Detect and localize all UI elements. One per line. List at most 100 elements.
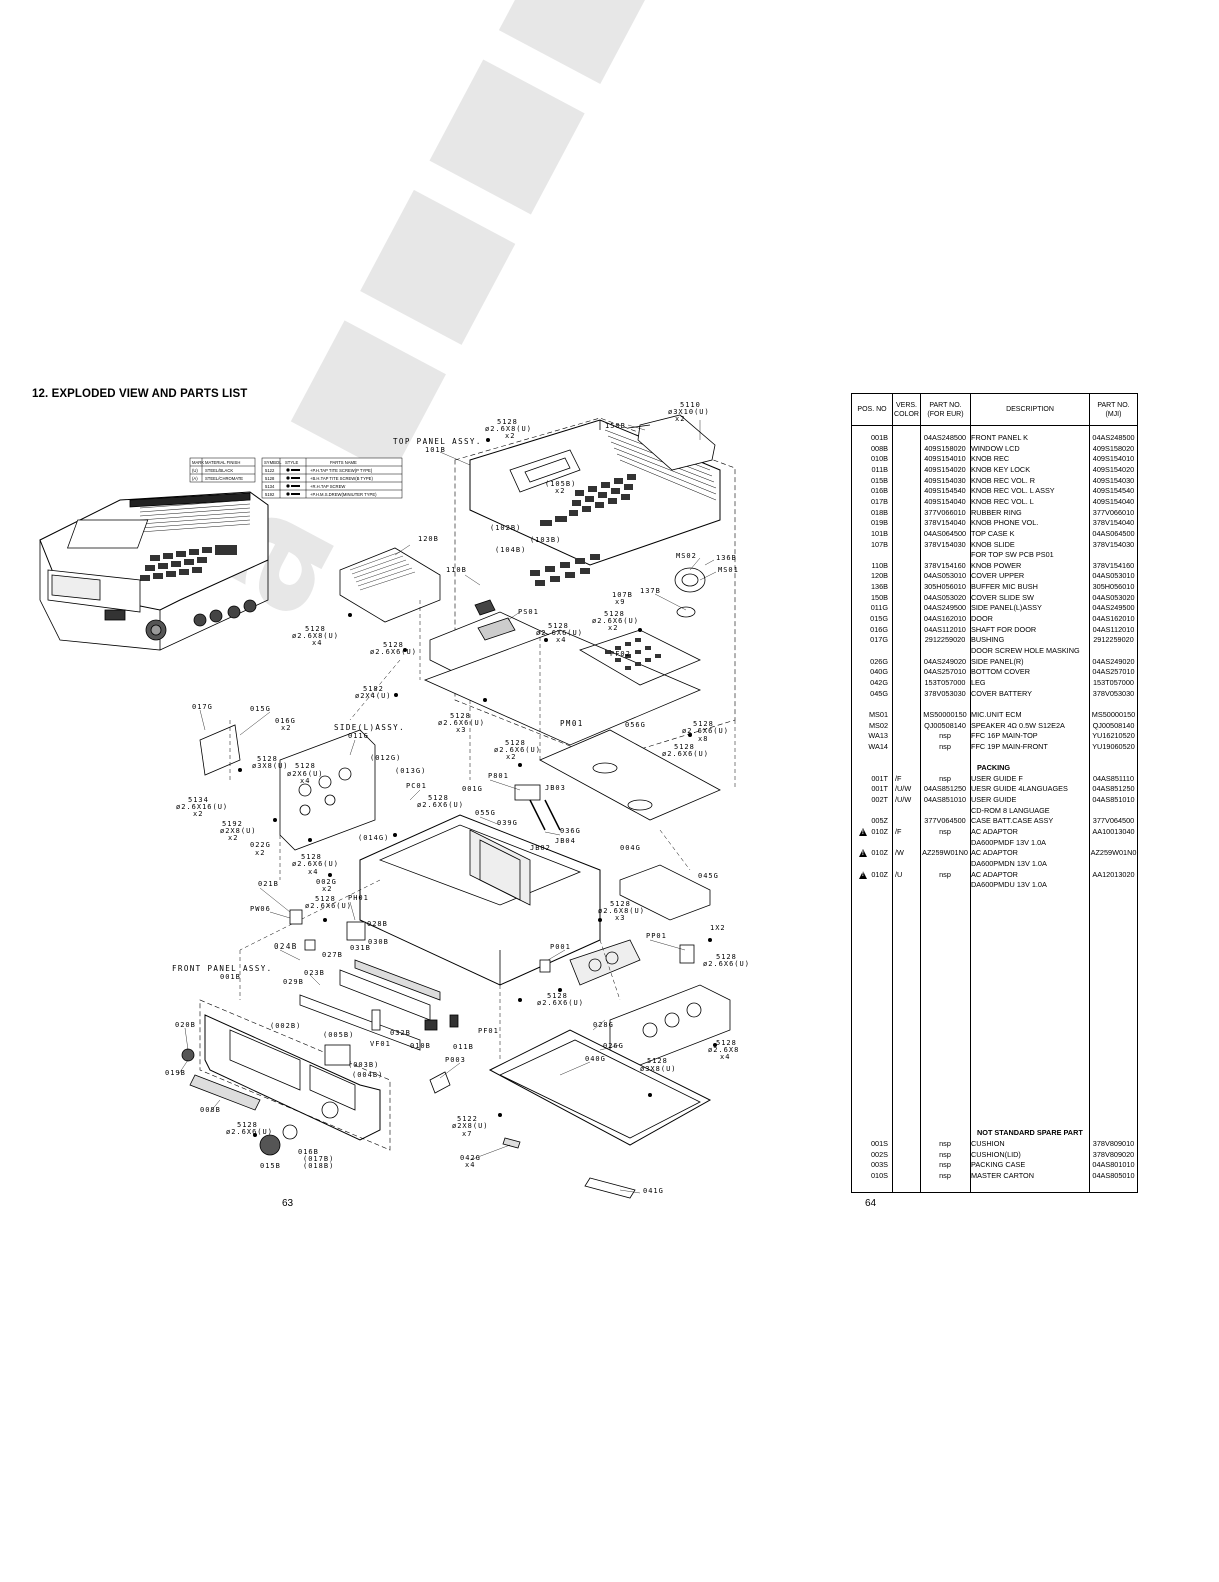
part-label: ø2.6X6(U) xyxy=(536,629,583,637)
cell-part: QJ00508140 xyxy=(924,720,966,730)
table-row: CD-ROM 8 LANGUAGE xyxy=(852,806,1137,817)
part-label: 008B xyxy=(200,1106,221,1114)
cell-mji: 04AS257010 xyxy=(1092,667,1135,677)
cell-pos: 107B xyxy=(870,539,888,549)
cell-mji: 153T057000 xyxy=(1093,677,1134,687)
part-label: 040G xyxy=(585,1055,606,1063)
legend-mark-cell: (A) xyxy=(192,476,198,481)
part-label: x3 xyxy=(615,914,625,922)
cell-mji: 04AS851250 xyxy=(1092,784,1135,794)
part-label: (102B) xyxy=(490,524,521,532)
part-label: (017B) xyxy=(303,1155,334,1163)
cell-part: nsp xyxy=(939,1139,951,1148)
cell-part: nsp xyxy=(939,1160,951,1170)
cell-desc: MASTER CARTON xyxy=(971,1170,1034,1180)
cell-desc: RUBBER RING xyxy=(971,507,1022,517)
cell-pos: 110B xyxy=(871,560,889,570)
cell-pos: 015G xyxy=(870,614,888,624)
legend-mark-header: MATERIAL FINISH xyxy=(205,460,240,465)
legend-symbol-cell: 5192 xyxy=(265,492,275,497)
part-label: 030B xyxy=(368,938,389,946)
part-label: 5128 xyxy=(647,1057,668,1065)
part-label: x2 xyxy=(608,624,618,632)
part-label: x4 xyxy=(720,1053,730,1061)
cell-pos: 017G xyxy=(870,635,888,645)
side-l-assy xyxy=(279,729,376,851)
part-label: ø2.6X6(U) xyxy=(292,860,339,868)
cell-mji: 377V064500 xyxy=(1092,816,1135,826)
cell-part: 409S154030 xyxy=(924,475,966,485)
cell-part: 409S154540 xyxy=(924,486,966,496)
cell-pos: 015B xyxy=(870,475,888,485)
cell-mji: 409S154040 xyxy=(1092,496,1135,506)
part-label: ø2.6X8(U) xyxy=(485,425,532,433)
part-label: ø2.6X6(U) xyxy=(370,648,417,656)
part-label: (002B) xyxy=(270,1022,301,1030)
legend-mark-cell: (U) xyxy=(192,468,198,473)
cell-part: 377V066010 xyxy=(924,507,966,517)
part-label: ø3X10(U) xyxy=(668,408,710,416)
part-label: 004G xyxy=(620,844,641,852)
table-row: DA600PMDU 13V 1.0A xyxy=(852,880,1137,891)
cell-desc: FOR TOP SW PCB PS01 xyxy=(971,550,1054,560)
part-label: 028B xyxy=(367,920,388,928)
part-label: (014G) xyxy=(358,834,389,842)
table-row: DA600PMDF 13V 1.0A xyxy=(852,838,1137,849)
part-label: (005B) xyxy=(323,1031,354,1039)
header-part-no: PART NO. (FOR EUR) xyxy=(921,394,971,425)
legend-symbol-cell: 5128 xyxy=(265,476,275,481)
cell-mji: 305H056010 xyxy=(1092,582,1135,592)
cell-mji: 409S154540 xyxy=(1092,486,1135,496)
cell-part: 04AS257010 xyxy=(923,667,967,677)
cell-pos: 045G xyxy=(870,688,888,698)
legend-symbol-table: SYMBOL STYLE PARTS NAME 5122 +P.H.TAP TI… xyxy=(261,457,403,499)
table-section-heading: PACKING xyxy=(852,763,1137,774)
cell-desc: KNOB KEY LOCK xyxy=(971,464,1031,474)
legend-mark-header: MARK xyxy=(192,460,204,465)
part-label: 055G xyxy=(475,809,496,817)
part-label: x3 xyxy=(456,726,466,734)
cell-mji: 04AS249020 xyxy=(1092,656,1135,666)
cell-desc: USER GUIDE xyxy=(971,795,1017,805)
part-label: PF01 xyxy=(478,1027,499,1035)
part-label: ø2.6X6(U) xyxy=(305,902,352,910)
cell-part: 04AS053010 xyxy=(923,571,967,581)
bottom-cover xyxy=(488,1029,712,1146)
part-label: 5128 xyxy=(674,743,695,751)
cell-desc: PACKING CASE xyxy=(971,1160,1026,1170)
part-label: 022G xyxy=(250,841,271,849)
part-label: 5128 xyxy=(450,712,471,720)
part-label: 016B xyxy=(298,1148,319,1156)
cell-vers: /U xyxy=(895,869,903,879)
part-label: 015G xyxy=(250,705,271,713)
cell-desc: FRONT PANEL K xyxy=(971,433,1029,442)
part-label: P001 xyxy=(550,943,571,951)
cell-pos: 010S xyxy=(870,1170,888,1180)
part-label: (103B) xyxy=(530,536,561,544)
cell-desc: MIC.UNIT ECM xyxy=(971,709,1022,719)
cell-part: nsp xyxy=(939,741,951,751)
part-label: 056G xyxy=(625,721,646,729)
part-label: 019B xyxy=(165,1069,186,1077)
part-label: x2 xyxy=(193,810,203,818)
cell-part: MS50000150 xyxy=(923,709,967,719)
part-label: ø3X8(U) xyxy=(640,1065,677,1073)
part-label: 011G xyxy=(348,732,369,740)
cell-mji: 04AS805010 xyxy=(1092,1170,1135,1180)
part-label: PS01 xyxy=(518,608,539,616)
cell-pos: 019B xyxy=(870,518,888,528)
cell-pos: 040G xyxy=(870,667,888,677)
part-label: ø2.6X6(U) xyxy=(494,746,541,754)
cell-vers: /U/W xyxy=(895,795,912,805)
cell-desc: DA600PMDN 13V 1.0A xyxy=(971,859,1047,868)
